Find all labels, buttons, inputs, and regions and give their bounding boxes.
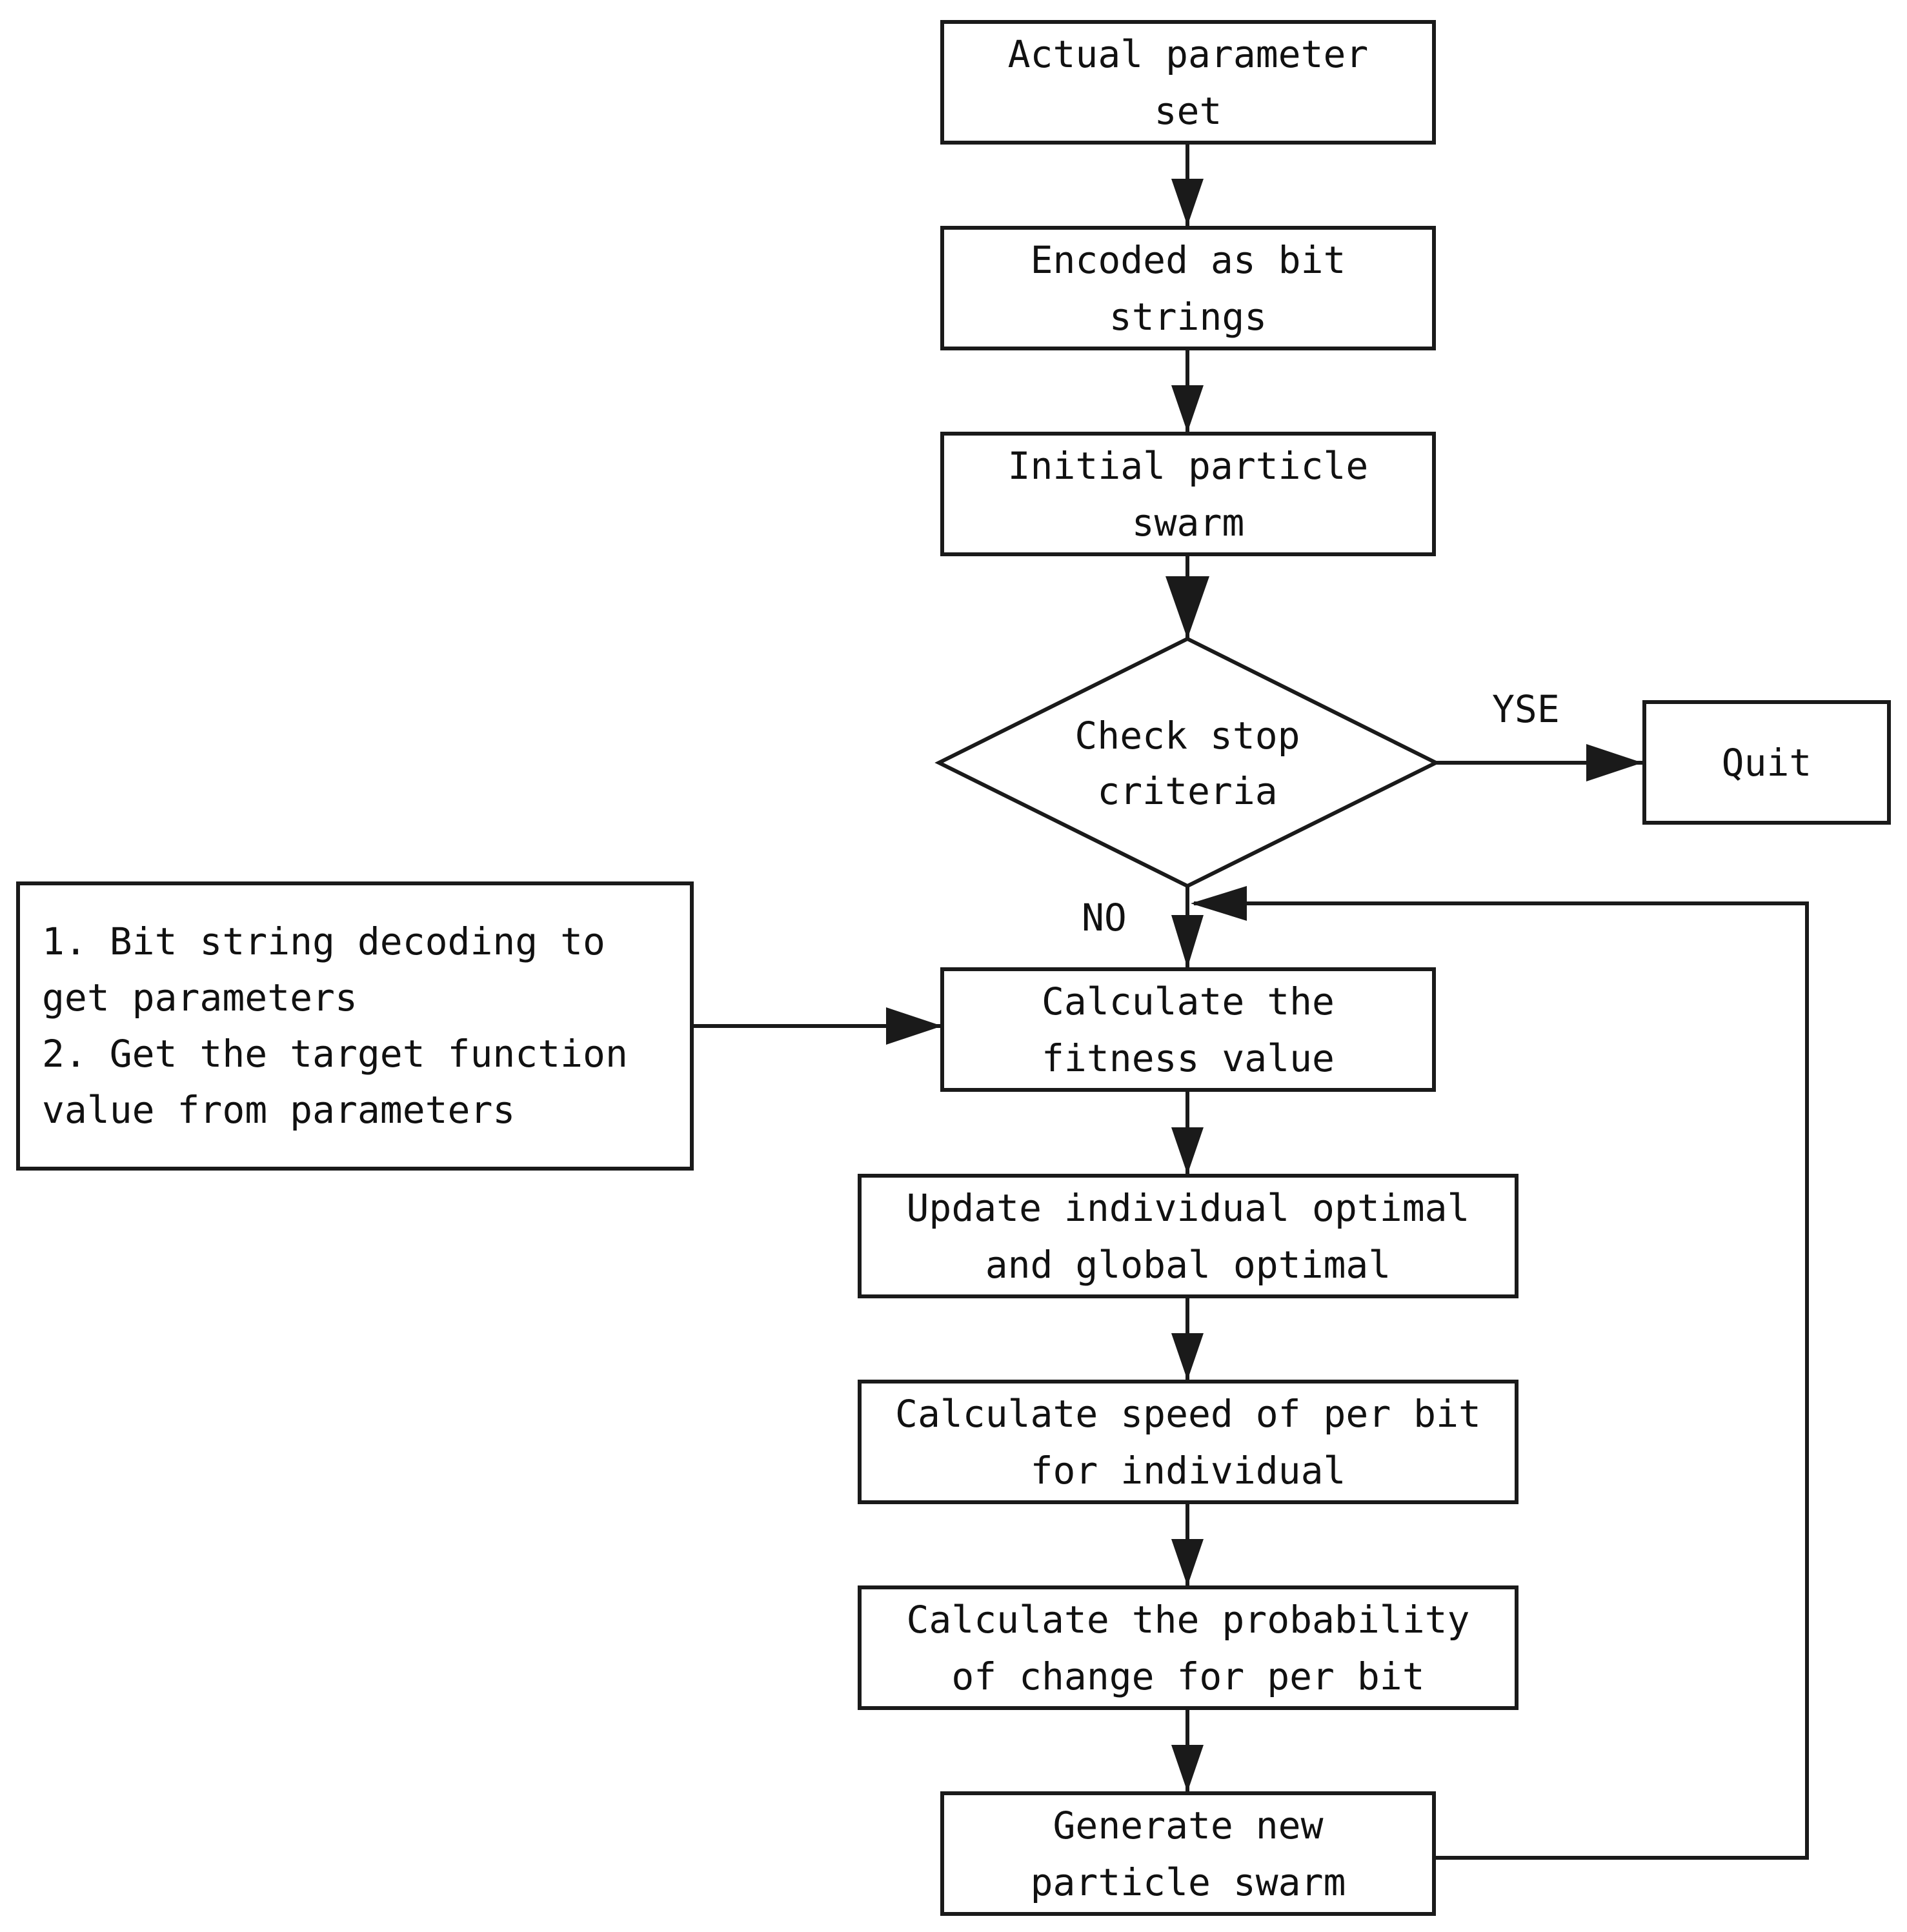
arrowhead-loop-back (1191, 886, 1247, 921)
quit-box: Quit (1642, 700, 1891, 825)
arrowhead-note-to-fitness (886, 1007, 942, 1045)
arrowhead-update-to-speed (1171, 1333, 1204, 1380)
actual-parameter-set-label: Actual parameter set (1007, 32, 1369, 133)
decoding-note-box: 1. Bit string decoding to get parameters… (16, 881, 694, 1171)
arrowhead-check-to-fitness (1171, 915, 1204, 968)
encoded-bit-strings-box: Encoded as bit strings (940, 226, 1436, 350)
arrowhead-encoded-to-initial (1171, 385, 1204, 432)
check-stop-criteria-label: Check stop criteria (1075, 713, 1300, 813)
check-stop-criteria-label-box: Check stop criteria (1007, 703, 1368, 823)
arrowhead-check-to-quit (1586, 744, 1642, 781)
calculate-speed-label: Calculate speed of per bit for individua… (895, 1391, 1481, 1493)
no-edge-label: NO (1082, 896, 1127, 940)
arrowhead-initial-to-check (1165, 576, 1209, 639)
initial-particle-swarm-box: Initial particle swarm (940, 432, 1436, 556)
decoding-note-text: 1. Bit string decoding to get parameters… (42, 920, 628, 1132)
calculate-fitness-label: Calculate the fitness value (1042, 979, 1335, 1080)
decision-diamond-shape (934, 636, 1440, 889)
quit-label: Quit (1721, 740, 1812, 785)
arrowhead-fitness-to-update (1171, 1127, 1204, 1174)
calculate-probability-label: Calculate the probability of change for … (906, 1597, 1470, 1698)
loop-back-line (1194, 901, 1809, 1860)
calculate-fitness-box: Calculate the fitness value (940, 967, 1436, 1092)
encoded-bit-strings-label: Encoded as bit strings (1030, 237, 1346, 339)
generate-swarm-label: Generate new particle swarm (1030, 1803, 1346, 1904)
calculate-probability-box: Calculate the probability of change for … (858, 1585, 1519, 1710)
arrowhead-probability-to-generate (1171, 1745, 1204, 1792)
yes-edge-label: YSE (1492, 687, 1560, 731)
update-optimal-box: Update individual optimal and global opt… (858, 1174, 1519, 1298)
generate-swarm-box: Generate new particle swarm (940, 1791, 1436, 1916)
actual-parameter-set-box: Actual parameter set (940, 20, 1436, 145)
arrowhead-actual-to-encoded (1171, 179, 1204, 226)
update-optimal-label: Update individual optimal and global opt… (906, 1185, 1470, 1287)
arrowhead-speed-to-probability (1171, 1539, 1204, 1586)
calculate-speed-box: Calculate speed of per bit for individua… (858, 1380, 1519, 1504)
initial-particle-swarm-label: Initial particle swarm (1007, 443, 1369, 545)
